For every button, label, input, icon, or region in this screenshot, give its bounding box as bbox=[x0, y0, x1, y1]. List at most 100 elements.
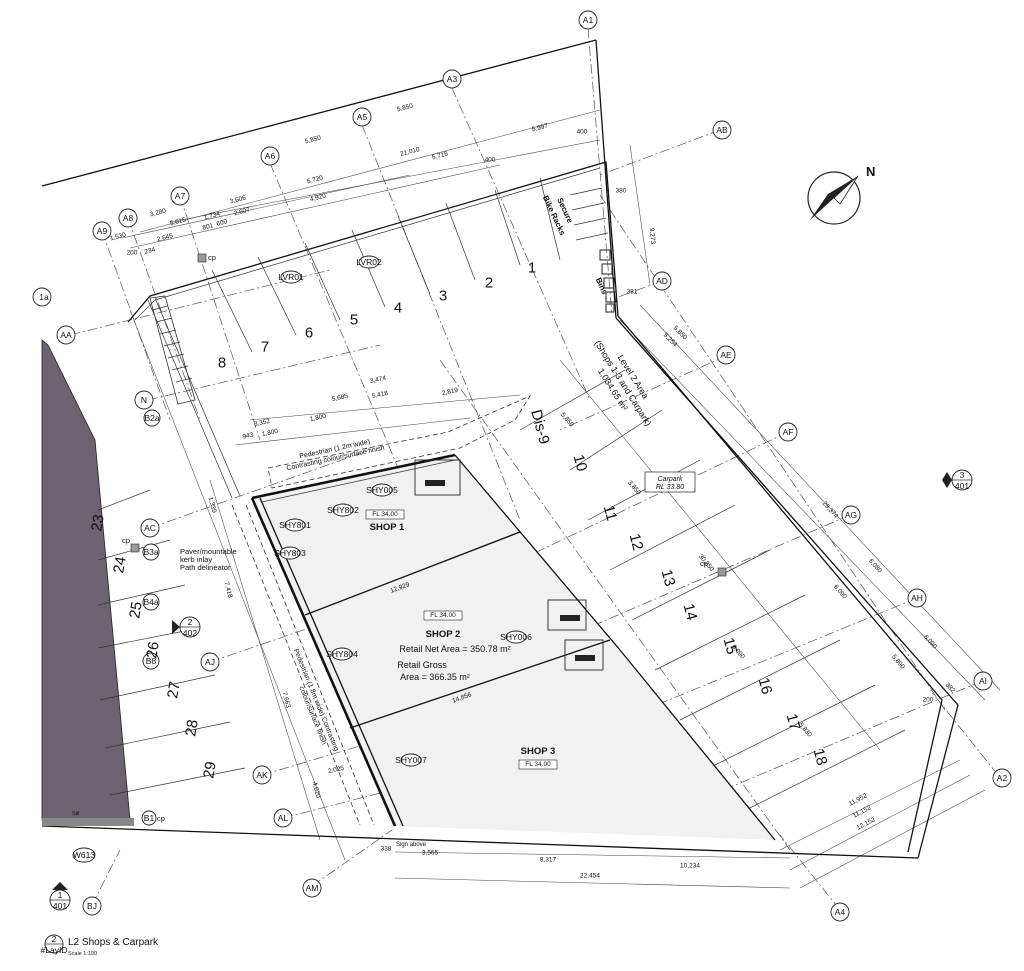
bay-15: 15 bbox=[720, 636, 741, 657]
bay-numbers: 1 2 3 4 5 6 7 8 Dis-9 10 11 12 13 14 15 … bbox=[88, 260, 830, 780]
svg-text:200: 200 bbox=[923, 697, 934, 704]
svg-text:AJ: AJ bbox=[205, 657, 215, 667]
section-marker-1: 1 401 bbox=[49, 882, 71, 911]
grid-bubble-A4: A4 bbox=[830, 902, 850, 922]
svg-text:10,234: 10,234 bbox=[680, 863, 700, 870]
bay-23: 23 bbox=[88, 513, 108, 532]
section-marker-2: 2 402 bbox=[172, 616, 201, 638]
grid-bubble-BJ: BJ bbox=[82, 896, 102, 916]
carpark-rl-label: Carpark RL 33.80 bbox=[644, 471, 696, 493]
grid-bubble-A9: A9 bbox=[92, 221, 112, 241]
svg-text:A9: A9 bbox=[97, 226, 108, 236]
svg-text:LVR01: LVR01 bbox=[278, 272, 304, 282]
svg-text:B8: B8 bbox=[146, 656, 157, 666]
svg-text:4,920: 4,920 bbox=[309, 192, 327, 203]
svg-text:600: 600 bbox=[216, 218, 229, 228]
grid-bubble-AJ: AJ bbox=[200, 652, 220, 672]
east-bay-dividers bbox=[519, 369, 906, 819]
svg-text:381: 381 bbox=[627, 289, 638, 296]
svg-text:Retail Net Area = 350.78 m²: Retail Net Area = 350.78 m² bbox=[399, 644, 510, 654]
svg-text:9,273: 9,273 bbox=[648, 228, 656, 245]
svg-text:1,339: 1,339 bbox=[207, 496, 218, 514]
svg-text:Path delineator: Path delineator bbox=[180, 563, 231, 572]
grid-bubble-AG: AG bbox=[841, 505, 861, 525]
grid-bubble-A1: A1 bbox=[578, 10, 598, 30]
sill-strip bbox=[42, 818, 134, 826]
svg-text:Carpark: Carpark bbox=[658, 476, 683, 483]
amenity-blocks bbox=[414, 459, 604, 671]
section-marker-3: 3 401 bbox=[942, 469, 973, 491]
svg-text:cp: cp bbox=[157, 814, 165, 823]
cp-marker-1: cp bbox=[197, 253, 216, 263]
grid-bubble-N: N bbox=[134, 390, 154, 410]
grid-bubble-1a: 1a bbox=[32, 287, 52, 307]
svg-text:AL: AL bbox=[278, 813, 289, 823]
svg-text:1,800: 1,800 bbox=[261, 428, 279, 438]
bay-29: 29 bbox=[200, 760, 220, 779]
svg-text:3,474: 3,474 bbox=[369, 375, 387, 385]
bay-26: 26 bbox=[143, 640, 163, 659]
svg-text:cp: cp bbox=[208, 253, 216, 262]
svg-text:380: 380 bbox=[616, 188, 627, 195]
retail-area-text: Retail Net Area = 350.78 m² Retail Gross… bbox=[397, 644, 510, 682]
stair-hatch bbox=[149, 295, 196, 405]
svg-text:3,606: 3,606 bbox=[229, 194, 247, 205]
svg-text:RL 33.80: RL 33.80 bbox=[656, 484, 684, 491]
svg-text:3,352: 3,352 bbox=[253, 418, 271, 428]
grid-bubble-A3: A3 bbox=[442, 69, 462, 89]
svg-text:5,254: 5,254 bbox=[662, 332, 679, 349]
svg-text:AI: AI bbox=[979, 676, 987, 686]
svg-text:3: 3 bbox=[960, 470, 965, 480]
shop-2-label: FL 34.00 SHOP 2 bbox=[423, 610, 463, 640]
svg-text:BJ: BJ bbox=[87, 901, 97, 911]
svg-text:FL 34.00: FL 34.00 bbox=[525, 761, 551, 768]
svg-text:5,890: 5,890 bbox=[890, 654, 906, 671]
svg-text:SHOP 1: SHOP 1 bbox=[370, 522, 405, 533]
pedestrian-path-top bbox=[267, 395, 532, 489]
svg-text:A6: A6 bbox=[265, 151, 276, 161]
plan-tag-B8: B8 bbox=[142, 652, 160, 670]
svg-text:5,830: 5,830 bbox=[797, 722, 813, 739]
svg-text:A7: A7 bbox=[175, 191, 186, 201]
svg-text:21,010: 21,010 bbox=[399, 146, 420, 158]
grid-bubble-AB: AB bbox=[712, 120, 732, 140]
bay-25: 25 bbox=[126, 600, 146, 619]
svg-text:1,530: 1,530 bbox=[109, 231, 127, 242]
cp-marker-2: cp bbox=[122, 536, 140, 553]
svg-text:B1: B1 bbox=[144, 813, 155, 823]
svg-text:2,025: 2,025 bbox=[327, 765, 345, 775]
svg-text:200: 200 bbox=[127, 250, 138, 257]
svg-text:FL 34.00: FL 34.00 bbox=[430, 612, 456, 619]
svg-text:AD: AD bbox=[656, 276, 668, 286]
plan-tag-W613: W613 bbox=[72, 847, 96, 863]
svg-text:W613: W613 bbox=[73, 850, 95, 860]
sill-label: Sill bbox=[72, 811, 79, 817]
svg-text:8,317: 8,317 bbox=[540, 857, 557, 864]
svg-text:2,645: 2,645 bbox=[156, 232, 174, 243]
svg-text:AC: AC bbox=[144, 523, 156, 533]
svg-text:kerb inlay: kerb inlay bbox=[180, 555, 212, 564]
grid-bubble-AD: AD bbox=[652, 271, 672, 291]
shops-block bbox=[250, 453, 776, 841]
bay-8: 8 bbox=[218, 355, 226, 372]
svg-text:943: 943 bbox=[242, 431, 254, 440]
dimension-lines bbox=[121, 109, 1001, 889]
drawing-scale: Scale 1:100 bbox=[68, 951, 97, 957]
stair-hatch-lines bbox=[151, 305, 193, 383]
svg-text:SHY802: SHY802 bbox=[327, 505, 359, 515]
bay-12: 12 bbox=[626, 532, 647, 553]
paver-label: Paver/mountable kerb inlay Path delineat… bbox=[180, 547, 237, 572]
svg-text:22,454: 22,454 bbox=[580, 873, 600, 880]
svg-text:5,997: 5,997 bbox=[531, 122, 549, 133]
tag-codes: SHY801 SHY802 SHY803 SHY804 LVR01 LVR02 … bbox=[274, 255, 532, 767]
svg-text:7,418: 7,418 bbox=[223, 581, 234, 599]
grid-bubble-A6: A6 bbox=[260, 146, 280, 166]
svg-text:6,080: 6,080 bbox=[867, 558, 883, 575]
svg-text:A1: A1 bbox=[583, 15, 594, 25]
bike-racks-label: Secure Bike Racks bbox=[541, 194, 575, 237]
grid-bubble-A5: A5 bbox=[352, 107, 372, 127]
bay-10: 10 bbox=[570, 453, 591, 474]
carpark-walls bbox=[127, 161, 943, 853]
svg-text:3,565: 3,565 bbox=[422, 850, 439, 857]
pedestrian-top-label: Pedestrian (1.2m wide) Contrasting colou… bbox=[286, 439, 385, 473]
